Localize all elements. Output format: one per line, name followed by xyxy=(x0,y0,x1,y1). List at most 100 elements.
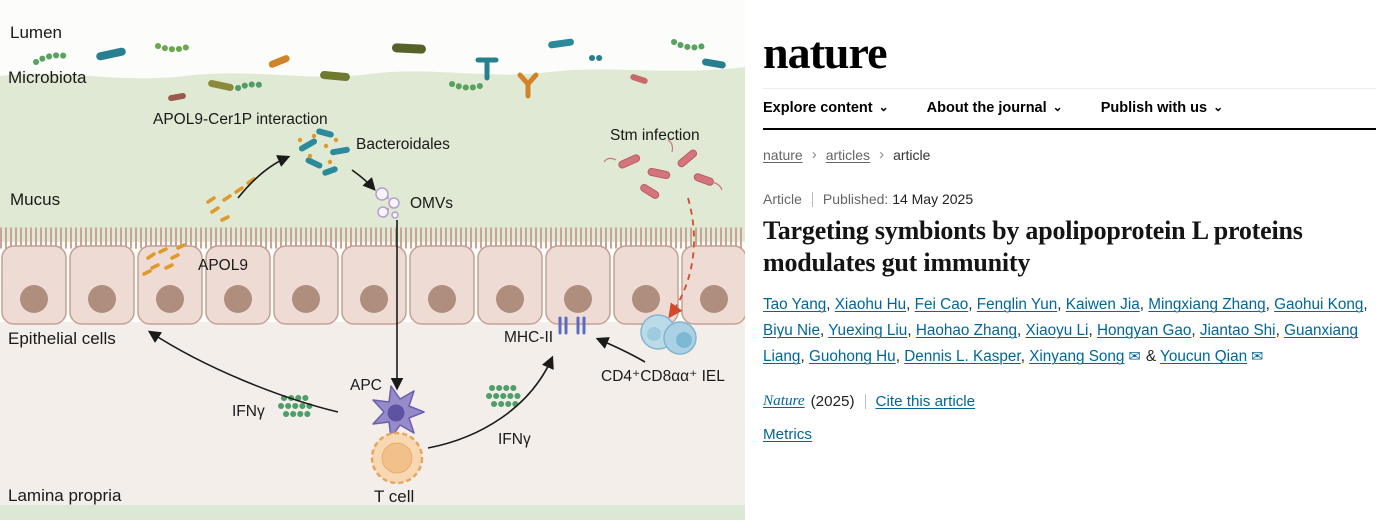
gut-immunity-diagram: Lumen Microbiota Mucus Epithelial cells … xyxy=(0,23,747,520)
author-separator: , xyxy=(906,296,915,314)
nav-label: About the journal xyxy=(926,100,1047,116)
lamina-propria-background xyxy=(0,322,745,520)
breadcrumb-article: article xyxy=(893,146,931,163)
divider xyxy=(864,393,866,409)
author-separator: , xyxy=(826,296,835,314)
label-apol9: APOL9 xyxy=(198,257,248,274)
author-separator: , xyxy=(1088,322,1097,340)
nav-publish-with-us[interactable]: Publish with us ⌄ xyxy=(1101,100,1223,116)
author-separator: & xyxy=(1141,348,1161,366)
author-link[interactable]: Mingxiang Zhang xyxy=(1148,296,1266,314)
chevron-down-icon: ⌄ xyxy=(878,100,889,114)
figure-panel: Lumen Microbiota Mucus Epithelial cells … xyxy=(0,23,747,520)
label-apc: APC xyxy=(350,377,382,394)
published-info: Published: 14 May 2025 xyxy=(823,191,973,207)
author-link[interactable]: Jiantao Shi xyxy=(1199,322,1276,340)
citation-year: (2025) xyxy=(810,392,855,410)
chevron-right-icon: › xyxy=(811,146,817,163)
published-label: Published: xyxy=(822,191,889,207)
author-link[interactable]: Haohao Zhang xyxy=(915,322,1018,340)
author-separator: , xyxy=(968,296,977,314)
iel-cells xyxy=(640,314,697,355)
label-iel: CD4⁺CD8αα⁺ IEL xyxy=(601,368,725,385)
nav-explore-content[interactable]: Explore content ⌄ xyxy=(763,100,889,116)
author-link[interactable]: Youcun Qian xyxy=(1160,348,1248,366)
author-separator: , xyxy=(1275,322,1285,340)
label-microbiota: Microbiota xyxy=(8,68,87,87)
article-meta: Article Published: 14 May 2025 xyxy=(763,191,1376,207)
chevron-down-icon: ⌄ xyxy=(1213,100,1224,114)
author-link[interactable]: Fei Cao xyxy=(914,296,969,314)
mucus-layer xyxy=(0,67,745,242)
author-separator: , xyxy=(907,322,916,340)
breadcrumb-nature[interactable]: nature xyxy=(763,146,803,163)
author-separator: , xyxy=(1265,296,1275,314)
author-link[interactable]: Yuexing Liu xyxy=(828,322,908,340)
author-link[interactable]: Gaohui Kong xyxy=(1274,296,1364,314)
email-icon[interactable]: ✉ xyxy=(1128,349,1141,366)
nature-article-page: nature Explore content ⌄ About the journa… xyxy=(745,0,1400,520)
label-mucus: Mucus xyxy=(10,190,60,209)
nav-about-the-journal[interactable]: About the journal ⌄ xyxy=(927,100,1063,116)
label-ifng-right: IFNγ xyxy=(498,431,531,448)
author-link[interactable]: Hongyan Gao xyxy=(1096,322,1192,340)
chevron-right-icon: › xyxy=(879,146,885,163)
author-link[interactable]: Xiaohu Hu xyxy=(834,296,907,314)
top-nav: Explore content ⌄ About the journal ⌄ Publ… xyxy=(763,88,1376,130)
author-link[interactable]: Xiaoyu Li xyxy=(1025,322,1089,340)
metrics-link[interactable]: Metrics xyxy=(763,426,812,444)
stm-infection-arrow xyxy=(668,197,695,319)
cell-nuclei xyxy=(20,285,728,313)
author-link[interactable]: Guanxiang Liang xyxy=(763,322,1359,366)
published-date: 14 May 2025 xyxy=(892,191,974,207)
omv-vesicles xyxy=(375,187,400,219)
label-bacteroidales: Bacteroidales xyxy=(356,136,450,153)
chevron-down-icon: ⌄ xyxy=(1052,100,1063,114)
article-type: Article xyxy=(763,191,802,207)
bacteroidales-cluster xyxy=(297,128,350,176)
author-link[interactable]: Xinyang Song xyxy=(1029,348,1125,366)
breadcrumb: nature › articles › article xyxy=(763,146,1376,163)
apc-cell xyxy=(372,385,425,439)
author-link[interactable]: Kaiwen Jia xyxy=(1065,296,1140,314)
label-t-cell: T cell xyxy=(374,487,414,506)
breadcrumb-articles[interactable]: articles xyxy=(825,146,871,163)
journal-link[interactable]: Nature xyxy=(763,392,805,410)
label-mhc2: MHC-II xyxy=(504,329,553,346)
author-link[interactable]: Biyu Nie xyxy=(763,322,820,340)
ifng-molecules-right xyxy=(486,385,521,407)
author-link[interactable]: Tao Yang xyxy=(763,296,827,314)
author-separator: , xyxy=(1017,322,1026,340)
author-separator: , xyxy=(819,322,829,340)
author-link[interactable]: Fenglin Yun xyxy=(976,296,1058,314)
bottom-strip xyxy=(0,505,745,520)
nav-label: Publish with us xyxy=(1100,100,1208,116)
label-ifng-left: IFNγ xyxy=(232,403,265,420)
apol9-particles xyxy=(142,177,256,276)
label-epithelial-cells: Epithelial cells xyxy=(8,329,116,348)
stm-bacteria xyxy=(603,139,723,199)
author-separator: , xyxy=(1020,348,1030,366)
mhc2-receptor-icon xyxy=(558,316,586,335)
nature-logo[interactable]: nature xyxy=(763,27,887,78)
author-separator: , xyxy=(1363,296,1368,314)
author-separator: , xyxy=(1139,296,1149,314)
nav-label: Explore content xyxy=(763,100,873,116)
author-separator: , xyxy=(895,348,905,366)
label-omvs: OMVs xyxy=(410,195,453,212)
label-apol9-cer1p: APOL9-Cer1P interaction xyxy=(153,111,328,128)
author-separator: , xyxy=(800,348,809,366)
author-separator: , xyxy=(1191,322,1200,340)
email-icon[interactable]: ✉ xyxy=(1251,349,1264,366)
divider xyxy=(811,191,813,207)
microbiota-bacteria xyxy=(33,38,726,102)
author-separator: , xyxy=(1057,296,1066,314)
author-list: Tao Yang, Xiaohu Hu, Fei Cao, Fenglin Yu… xyxy=(763,292,1376,370)
flow-arrows xyxy=(147,155,695,449)
author-link[interactable]: Dennis L. Kasper xyxy=(904,348,1021,366)
article-title: Targeting symbionts by apolipoprotein L … xyxy=(763,216,1303,277)
author-link[interactable]: Guohong Hu xyxy=(808,348,896,366)
label-lamina-propria: Lamina propria xyxy=(8,486,122,505)
cite-this-article-link[interactable]: Cite this article xyxy=(875,392,976,410)
